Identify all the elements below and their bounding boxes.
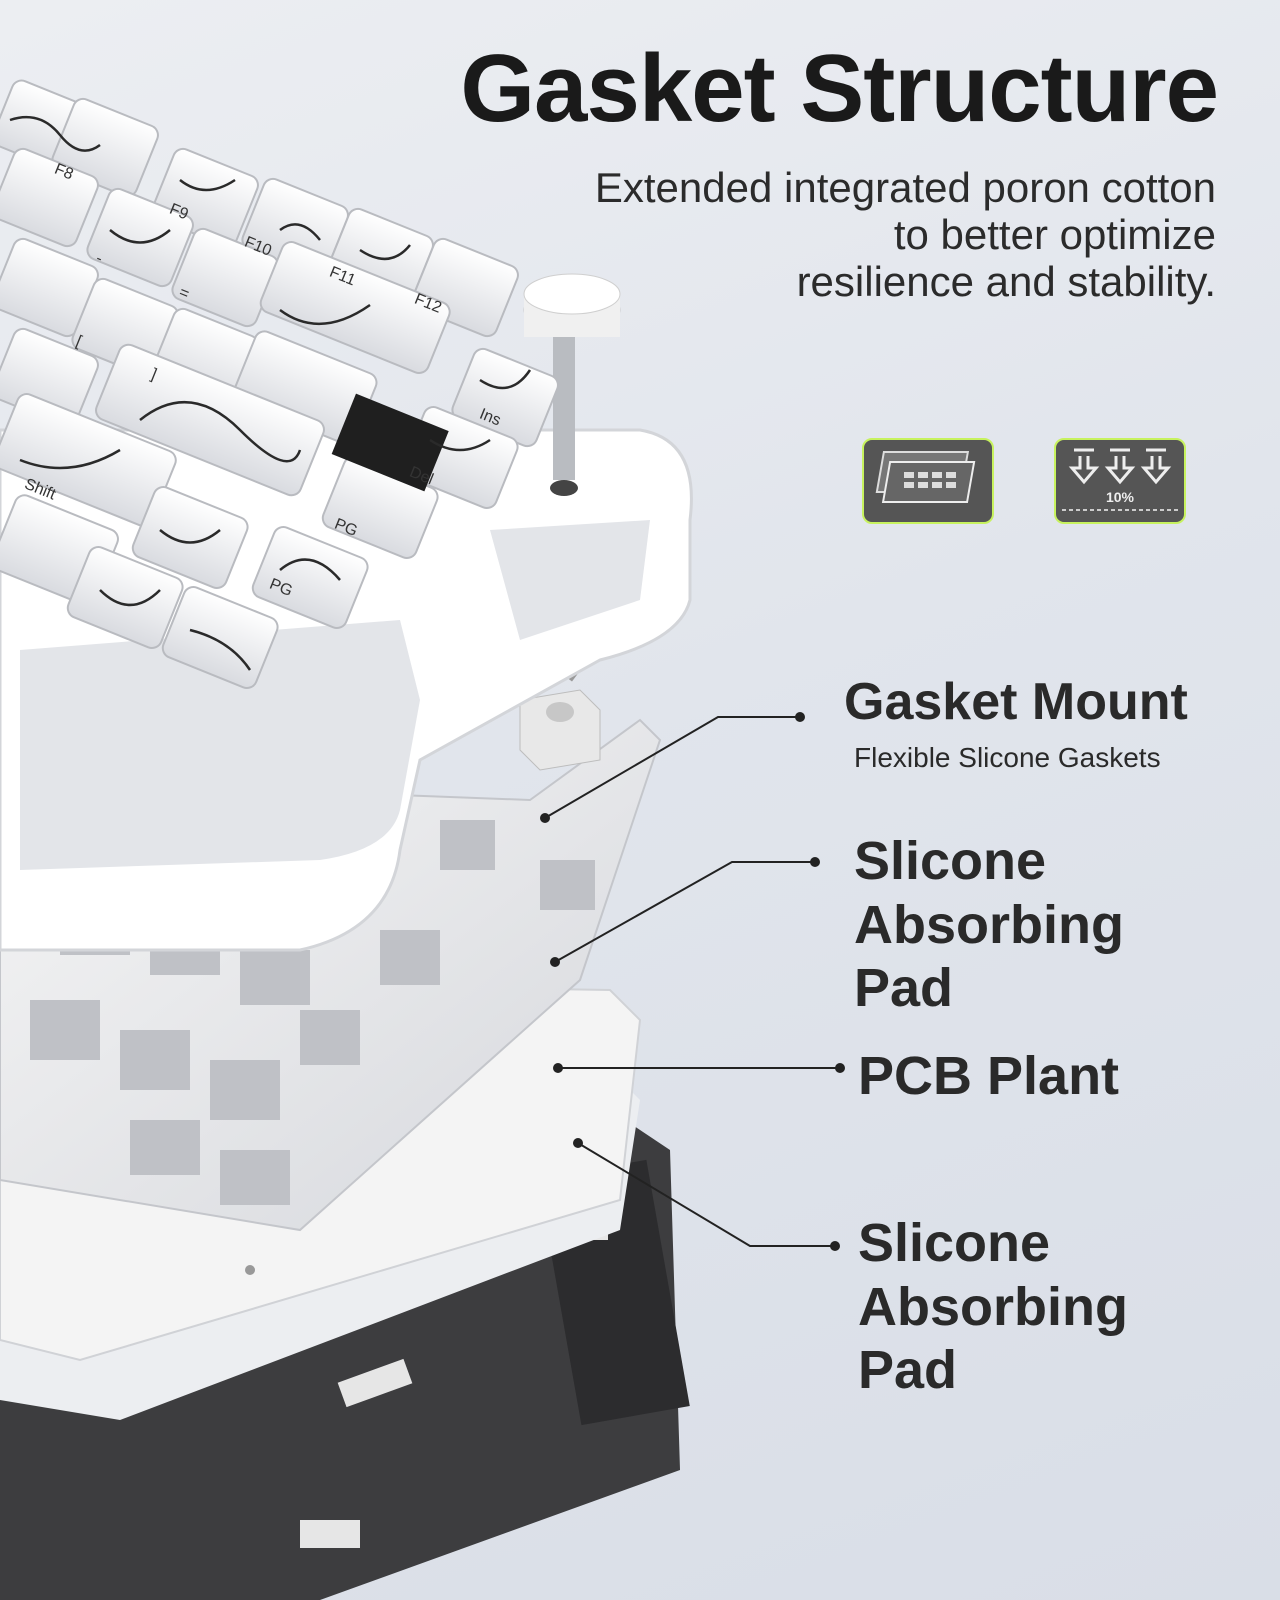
callout-title-line: Slicone xyxy=(854,831,1047,891)
page-title: Gasket Structure xyxy=(460,35,1219,142)
callout-title-line: Slicone xyxy=(858,1213,1051,1273)
page-subtitle: Extended integrated poron cotton to bett… xyxy=(456,164,1216,305)
keycap-bracket-right-legend: ] xyxy=(149,366,159,383)
layered-plates-icon xyxy=(862,438,994,524)
keycap-bracket-left-legend: [ xyxy=(74,333,85,351)
callout-absorbing-pad-top: Slicone Absorbing Pad xyxy=(854,830,1124,1021)
subtitle-line: Extended integrated poron cotton xyxy=(594,164,1216,211)
callout-gasket-mount: Gasket Mount xyxy=(844,672,1188,733)
callout-title-line: Absorbing xyxy=(858,1276,1128,1337)
subtitle-line: to better optimize xyxy=(893,211,1216,258)
compression-percent: 10% xyxy=(1106,489,1135,505)
keycaps: F8 F9 F10 F11 F12 Ins Del PG PG Shift - … xyxy=(0,79,559,690)
callout-title-line: Absorbing xyxy=(854,894,1124,955)
exploded-keyboard-illustration: F8 F9 F10 F11 F12 Ins Del PG PG Shift - … xyxy=(0,79,693,1600)
keycap-minus-legend: - xyxy=(94,250,105,268)
keycap-ins-legend: Ins xyxy=(477,406,503,430)
compression-icon: 10% xyxy=(1054,438,1186,524)
callout-title: PCB Plant xyxy=(858,1046,1120,1106)
subtitle-line: resilience and stability. xyxy=(796,258,1216,305)
callout-pcb-plant: PCB Plant xyxy=(858,1045,1119,1109)
keycap-f9-legend: F9 xyxy=(167,201,191,224)
callout-gasket-mount-subtitle: Flexible Slicone Gaskets xyxy=(854,742,1161,773)
callout-title-line: Pad xyxy=(854,958,954,1019)
callout-title: Gasket Mount xyxy=(844,673,1188,731)
keycap-f8-legend: F8 xyxy=(52,161,76,184)
callout-absorbing-pad-bottom: Slicone Absorbing Pad xyxy=(858,1212,1128,1403)
callout-title-line: Pad xyxy=(858,1340,958,1401)
knob xyxy=(523,273,621,496)
